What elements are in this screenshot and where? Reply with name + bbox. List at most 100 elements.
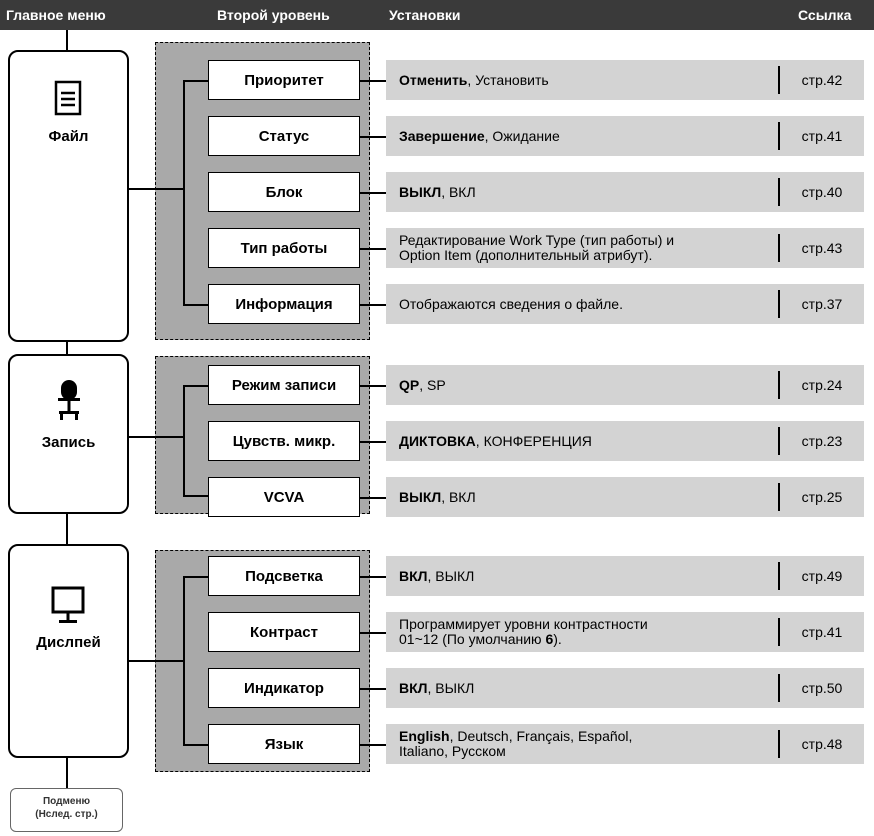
page-reference: стр.41 [801, 128, 843, 144]
main-menu-display[interactable]: Дислпей [8, 544, 129, 758]
connector [183, 576, 208, 578]
header-settings: Установки [389, 7, 461, 23]
setting-options: , КОНФЕРЕНЦИЯ [475, 432, 592, 449]
connector [360, 80, 386, 82]
setting-row: ВКЛ, ВЫКЛ стр.50 [386, 668, 864, 708]
connector [360, 688, 386, 690]
connector [360, 632, 386, 634]
connector [183, 385, 208, 387]
setting-text: ). [553, 631, 562, 647]
page-reference: стр.49 [801, 568, 843, 584]
connector [129, 660, 155, 662]
connector [360, 576, 386, 578]
tree-line [183, 80, 185, 305]
page-reference: стр.23 [801, 433, 843, 449]
page-reference: стр.41 [801, 624, 843, 640]
setting-options: , Ожидание [484, 127, 560, 144]
setting-default: ВЫКЛ [399, 488, 442, 505]
setting-row: ВЫКЛ, ВКЛ стр.40 [386, 172, 864, 212]
setting-row: Отображаются сведения о файле. стр.37 [386, 284, 864, 324]
submenu-vcva[interactable]: VCVA [208, 477, 360, 517]
setting-options: , ВЫКЛ [427, 567, 475, 584]
document-icon [54, 80, 82, 121]
connector [183, 304, 208, 306]
setting-default: ВКЛ [399, 679, 428, 696]
connector [155, 188, 185, 190]
setting-options: , ВЫКЛ [427, 679, 475, 696]
submenu-next-line2: (Нслед. стр.) [35, 809, 98, 820]
submenu-backlight[interactable]: Подсветка [208, 556, 360, 596]
setting-row: ВКЛ, ВЫКЛ стр.49 [386, 556, 864, 596]
page-reference: стр.42 [801, 72, 843, 88]
setting-options: , Установить [467, 71, 549, 88]
setting-row: Отменить, Установить стр.42 [386, 60, 864, 100]
main-menu-record[interactable]: Запись [8, 354, 129, 514]
setting-text: Редактирование Work Type (тип работы) и [399, 232, 675, 248]
submenu-mic-sensitivity[interactable]: Цувств. микр. [208, 421, 360, 461]
setting-row: QP, SP стр.24 [386, 365, 864, 405]
setting-row: ВЫКЛ, ВКЛ стр.25 [386, 477, 864, 517]
connector [183, 744, 208, 746]
submenu-lock[interactable]: Блок [208, 172, 360, 212]
submenu-work-type[interactable]: Тип работы [208, 228, 360, 268]
tree-line [183, 385, 185, 497]
main-menu-record-label: Запись [41, 434, 96, 451]
submenu-priority[interactable]: Приоритет [208, 60, 360, 100]
setting-text: 01~12 (По умолчанию [399, 631, 546, 647]
submenu-recording-mode[interactable]: Режим записи [208, 365, 360, 405]
page-reference: стр.37 [801, 296, 843, 312]
connector [155, 436, 185, 438]
setting-default: 6 [545, 631, 554, 647]
submenu-contrast[interactable]: Контраст [208, 612, 360, 652]
setting-default: Отменить [399, 71, 468, 88]
microphone-icon [57, 378, 81, 427]
spine-top [66, 30, 68, 52]
setting-options: , Deutsch, Français, Español, [449, 728, 633, 744]
submenu-information[interactable]: Информация [208, 284, 360, 324]
submenu-next-page: Подменю (Нслед. стр.) [10, 788, 123, 832]
submenu-next-line1: Подменю [42, 796, 91, 807]
setting-default: Завершение [399, 127, 485, 144]
connector [129, 188, 155, 190]
page-reference: стр.25 [801, 489, 843, 505]
setting-default: ВКЛ [399, 567, 428, 584]
setting-options: , ВКЛ [441, 183, 476, 200]
setting-text: Option Item (дополнительный атрибут). [399, 247, 653, 263]
connector [360, 385, 386, 387]
setting-row: ДИКТОВКА, КОНФЕРЕНЦИЯ стр.23 [386, 421, 864, 461]
header-reference: Ссылка [798, 7, 852, 23]
connector [360, 248, 386, 250]
connector [155, 660, 185, 662]
spine-1 [66, 340, 68, 356]
setting-text: Отображаются сведения о файле. [399, 295, 623, 312]
connector [360, 136, 386, 138]
setting-options: Italiano, Русском [399, 743, 506, 759]
page-reference: стр.40 [801, 184, 843, 200]
setting-default: ДИКТОВКА [399, 432, 476, 449]
setting-row: English, Deutsch, Français, Español,Ital… [386, 724, 864, 764]
connector [360, 497, 386, 499]
page-reference: стр.43 [801, 240, 843, 256]
submenu-language[interactable]: Язык [208, 724, 360, 764]
submenu-status[interactable]: Статус [208, 116, 360, 156]
main-menu-file-label: Файл [48, 128, 89, 145]
connector [360, 304, 386, 306]
setting-row: Завершение, Ожидание стр.41 [386, 116, 864, 156]
main-menu-display-label: Дислпей [36, 634, 101, 651]
connector [360, 441, 386, 443]
spine-2 [66, 512, 68, 544]
setting-default: ВЫКЛ [399, 183, 442, 200]
connector [183, 495, 208, 497]
setting-default: QP [399, 376, 420, 393]
setting-default: English [399, 728, 450, 744]
submenu-indicator[interactable]: Индикатор [208, 668, 360, 708]
connector [360, 192, 386, 194]
header-main-menu: Главное меню [6, 7, 106, 23]
connector [360, 744, 386, 746]
page-reference: стр.50 [801, 680, 843, 696]
table-header: Главное меню Второй уровень Установки Сс… [0, 0, 874, 30]
main-menu-file[interactable]: Файл [8, 50, 129, 342]
setting-options: , ВКЛ [441, 488, 476, 505]
